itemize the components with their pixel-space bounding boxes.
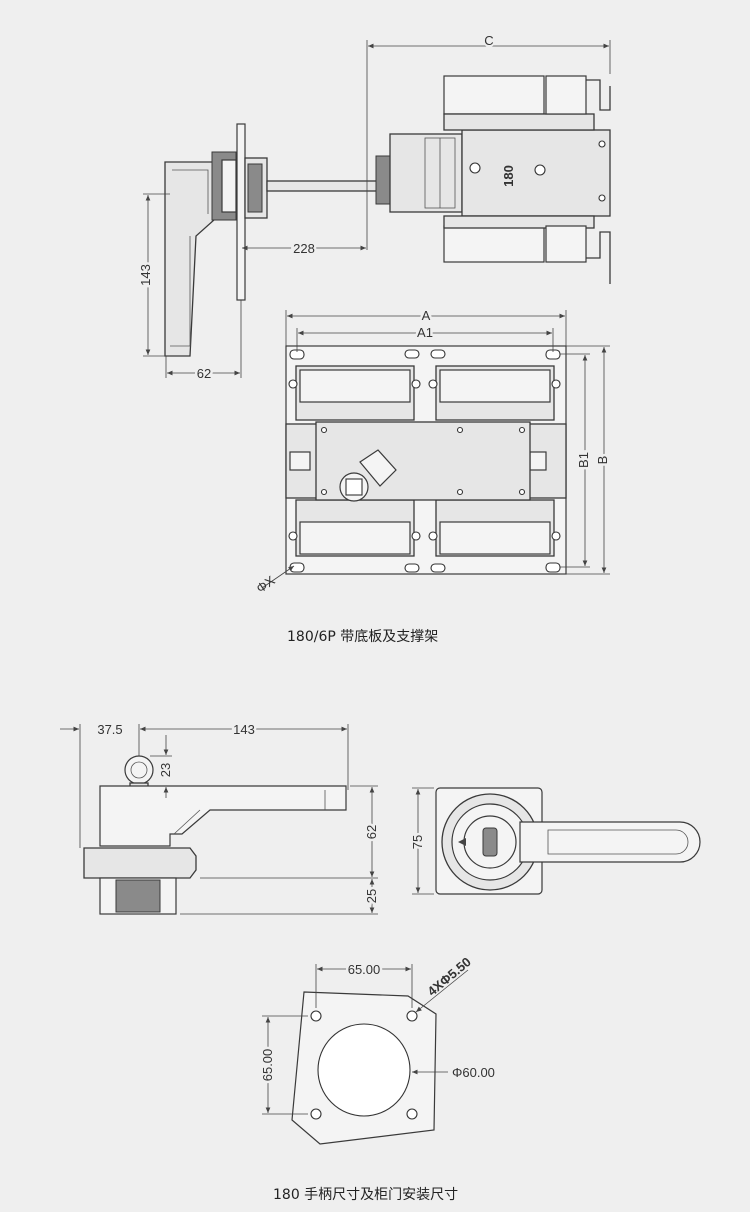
- handle-lever-side: [99, 785, 347, 847]
- dim-a1-label: A1: [417, 325, 433, 340]
- switch-operator: [389, 133, 463, 213]
- dim-62-handle-label: 62: [364, 825, 379, 839]
- dim-c-label: C: [484, 33, 493, 48]
- dim-x-label: ΦX: [253, 573, 277, 596]
- side-view-assembly: 180 C 228 143 62: [136, 31, 611, 384]
- dim-65-horizontal-label: 65.00: [348, 962, 381, 977]
- center-hole: [317, 1023, 411, 1117]
- dim-b1-label: B1: [576, 452, 591, 468]
- dim-a-label: A: [422, 308, 431, 323]
- dim-143-label: 143: [138, 264, 153, 286]
- dim-143-handle-label: 143: [233, 722, 255, 737]
- plan-view-base-plate: A A1 B B1 ΦX: [253, 306, 612, 596]
- handle-front-view: 75: [408, 787, 701, 895]
- door-plate: [236, 123, 246, 301]
- dim-23-label: 23: [158, 763, 173, 777]
- handle-side-profile: [164, 161, 215, 357]
- dim-b-label: B: [595, 456, 610, 465]
- handle-lever-front: [519, 821, 701, 863]
- handle-base: [83, 847, 197, 879]
- shaft: [266, 180, 380, 192]
- dim-37-5-label: 37.5: [97, 722, 122, 737]
- dim-62-label: 62: [197, 366, 211, 381]
- dim-75-label: 75: [410, 835, 425, 849]
- dim-228-label: 228: [293, 241, 315, 256]
- top-caption: 180/6P 带底板及支撑架: [287, 629, 439, 645]
- lock-cylinder: [124, 755, 154, 785]
- center-hole-label: Φ60.00: [452, 1065, 495, 1080]
- bottom-caption: 180 手柄尺寸及柜门安装尺寸: [273, 1187, 459, 1203]
- holes-label: 4XΦ5.50: [424, 954, 473, 999]
- dim-25-label: 25: [364, 889, 379, 903]
- dim-65-vertical-label: 65.00: [260, 1049, 275, 1082]
- door-cutout-view: 65.00 65.00 4XΦ5.50 Φ60.00: [258, 954, 495, 1145]
- switch-label: 180: [501, 165, 516, 187]
- handle-dimension-view: 37.5 143 23 62 25: [60, 720, 382, 915]
